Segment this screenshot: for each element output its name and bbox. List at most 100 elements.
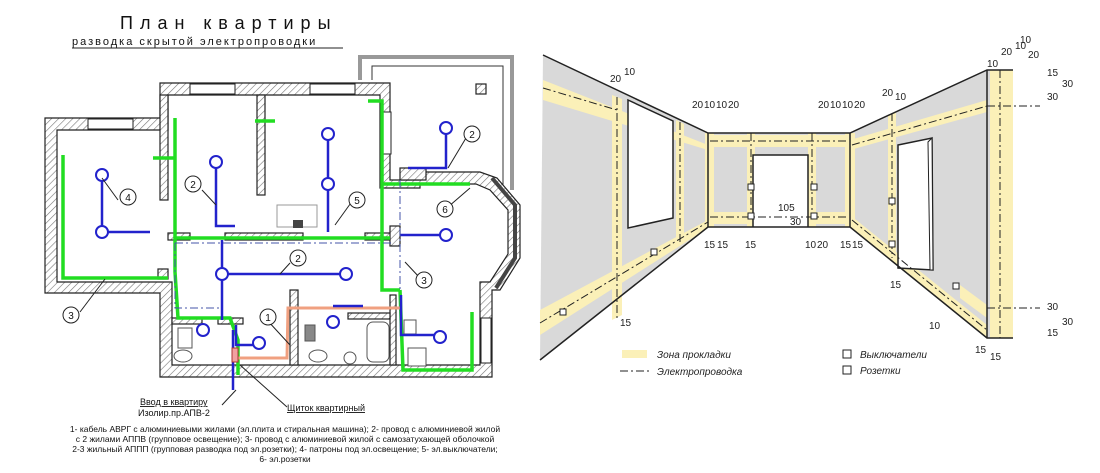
dimension-label: 20 — [1001, 47, 1013, 58]
dimension-label: 10 — [987, 59, 999, 70]
legend-wiring-label: Электропроводка — [657, 367, 743, 378]
socket-icon — [810, 212, 818, 220]
toilet-icon — [173, 349, 193, 363]
legend-sockets-label: Розетки — [860, 366, 901, 377]
dimension-label: 105 — [778, 203, 795, 214]
switch-icon — [747, 183, 755, 191]
stove-icon — [407, 347, 427, 367]
window — [627, 98, 674, 229]
socket-icon — [842, 365, 852, 375]
dimension-label: 20 — [882, 88, 894, 99]
dimension-label: 15 — [1047, 68, 1059, 79]
callout-2: 2 — [190, 180, 196, 191]
floor-plan: План квартиры разводка скрытой электропр… — [44, 13, 521, 418]
dimension-label: 15 — [717, 240, 729, 251]
callout-3: 3 — [68, 311, 74, 322]
lamp-icon — [433, 330, 447, 344]
switch-icon — [888, 197, 896, 205]
cable-avrg — [237, 306, 400, 360]
callout-4: 4 — [125, 193, 131, 204]
dimension-label: 15 — [990, 352, 1002, 363]
electrical-panel — [231, 347, 239, 363]
dimension-label: 20 — [692, 100, 704, 111]
callout-6: 6 — [442, 205, 448, 216]
lamp-icon — [439, 228, 453, 242]
callout-1: 1 — [265, 313, 271, 324]
plan-subtitle: разводка скрытой электропроводки — [72, 36, 317, 48]
callout-3: 3 — [421, 276, 427, 287]
plan-title: План квартиры — [120, 13, 338, 33]
yellow-zone-swatch — [622, 350, 647, 358]
caption-line: 2-3 жильный АППП (групповая разводка под… — [72, 444, 498, 454]
dimension-label: 20 — [728, 100, 740, 111]
dimension-label: 30 — [1047, 92, 1059, 103]
socket-icon — [747, 212, 755, 220]
caption-line: 6- эл.розетки — [259, 454, 311, 464]
bathtub-icon — [366, 321, 390, 363]
lamp-icon — [95, 225, 109, 239]
callout-2: 2 — [469, 130, 475, 141]
lamp-icon — [326, 315, 340, 329]
lamp-icon — [321, 177, 335, 191]
callouts: 1 2 2 2 3 3 4 5 6 — [62, 125, 481, 346]
socket-icon — [559, 308, 567, 316]
outer-walls — [44, 82, 521, 378]
dimension-label: 20 — [818, 100, 830, 111]
socket-icon — [952, 282, 960, 290]
dimension-label: 20 — [1028, 50, 1040, 61]
plan-caption: 1- кабель АВРГ с алюминиевыми жилами (эл… — [20, 424, 550, 464]
callout-2: 2 — [295, 254, 301, 265]
switch-icon — [842, 349, 852, 359]
legend: Зона прокладки Электропроводка Выключате… — [620, 349, 927, 378]
dimension-label: 10 — [624, 67, 636, 78]
legend-zone-label: Зона прокладки — [657, 350, 731, 361]
dimension-label: 15 — [890, 280, 902, 291]
lamp-icon — [339, 267, 353, 281]
ceiling-lamps — [95, 121, 453, 350]
lamp-icon — [196, 323, 210, 337]
dimension-labels: 20 10 20 10 10 20 20 10 10 20 10 20 10 1… — [610, 35, 1074, 363]
dimension-label: 10 — [842, 100, 854, 111]
dimension-label: 15 — [1047, 328, 1059, 339]
dimension-label: 30 — [1062, 317, 1074, 328]
wiring-zones-perspective: 20 10 20 10 10 20 20 10 10 20 10 20 10 1… — [539, 35, 1074, 378]
dimension-label: 15 — [745, 240, 757, 251]
dimension-label: 30 — [1062, 79, 1074, 90]
balcony — [358, 55, 514, 190]
dimension-label: 15 — [852, 240, 864, 251]
panel-label: Щиток квартирный — [287, 403, 365, 413]
dimension-label: 15 — [840, 240, 852, 251]
lighting-wiring — [100, 128, 452, 390]
socket-icon — [888, 240, 896, 248]
dimension-label: 10 — [1015, 41, 1027, 52]
lamp-icon — [209, 155, 223, 169]
dimension-label: 10 — [1020, 35, 1032, 46]
lamp-icon — [215, 267, 229, 281]
switch-icon — [810, 183, 818, 191]
entry-label: Ввод в квартиру — [140, 397, 208, 407]
legend-switches-label: Выключатели — [860, 350, 927, 361]
switches-sockets — [559, 183, 960, 316]
dimension-label: 20 — [610, 74, 622, 85]
entry-wire-label: Изолир.пр.АПВ-2 — [138, 408, 210, 418]
dimension-label: 30 — [790, 217, 802, 228]
lamp-icon — [252, 336, 266, 350]
lamp-icon — [321, 127, 335, 141]
caption-line: 1- кабель АВРГ с алюминиевыми жилами (эл… — [69, 424, 501, 434]
doorway — [752, 154, 809, 227]
lamp-icon — [439, 121, 453, 135]
dimension-label: 15 — [975, 345, 987, 356]
dimension-label: 20 — [854, 100, 866, 111]
socket-icon — [650, 248, 658, 256]
dimension-label: 10 — [704, 100, 716, 111]
callout-5: 5 — [354, 196, 360, 207]
dimension-label: 10 — [929, 321, 941, 332]
dimension-label: 15 — [704, 240, 716, 251]
dimension-label: 30 — [1047, 302, 1059, 313]
caption-line: с 2 жилами АППВ (групповое освещение); 3… — [75, 434, 495, 444]
dimension-label: 15 — [620, 318, 632, 329]
sink-icon — [177, 327, 193, 349]
dimension-label: 10 — [895, 92, 907, 103]
dimension-label: 10 — [805, 240, 817, 251]
